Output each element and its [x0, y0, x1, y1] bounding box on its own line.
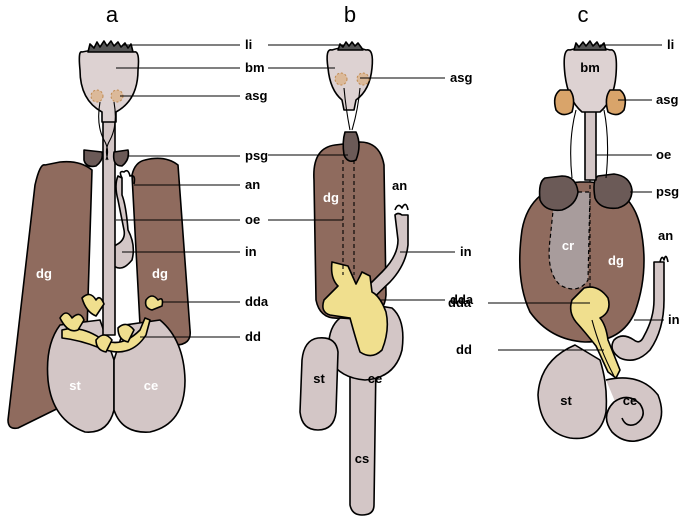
panel-a-salivary-duct: [105, 101, 116, 161]
panel-c-anterior-salivary-gland-right: [605, 89, 627, 116]
label-asg: asg: [245, 88, 267, 103]
label-psg: psg: [656, 184, 679, 199]
panel-b-caecal-sac: [349, 359, 377, 516]
label-li: li: [245, 37, 252, 52]
panel-c-esophagus: [584, 109, 597, 181]
panel-c-intestine: [611, 261, 665, 361]
panel-b-lips: [337, 41, 364, 51]
label-psg: psg: [245, 148, 268, 163]
label-ce: ce: [144, 378, 158, 393]
panel-c-caecum: [605, 377, 663, 442]
label-oe: oe: [245, 212, 260, 227]
label-bm: bm: [245, 60, 265, 75]
panel-a-buccal-mass: [78, 48, 140, 123]
label-an: an: [245, 177, 260, 192]
label-dda-c: dda: [448, 295, 472, 310]
label-dd: dd: [245, 329, 261, 344]
panel-a-anus: [119, 169, 136, 185]
label-dg: dg: [323, 190, 339, 205]
panel-b-letter: b: [344, 2, 356, 27]
label-cs: cs: [355, 451, 369, 466]
label-dg: dg: [36, 266, 52, 281]
panel-a-posterior-salivary-glands: [83, 149, 130, 168]
label-dda: dda: [245, 294, 269, 309]
label-st: st: [313, 371, 325, 386]
panel-a-salivary-duct: [98, 101, 109, 161]
panel-a-letter: a: [106, 2, 119, 27]
panel-b: b as: [268, 2, 474, 516]
label-oe: oe: [656, 147, 671, 162]
label-asg: asg: [450, 70, 472, 85]
panel-a-lips: [87, 40, 134, 53]
panel-a-stomach: [46, 319, 115, 433]
label-in: in: [245, 244, 257, 259]
label-st: st: [560, 393, 572, 408]
label-in: in: [460, 244, 472, 259]
panel-c-lips: [573, 40, 607, 51]
label-dg: dg: [152, 266, 168, 281]
panel-c-posterior-salivary-gland-right: [593, 173, 633, 210]
label-ce: ce: [368, 371, 382, 386]
panel-c-letter: c: [578, 2, 589, 27]
label-asg: asg: [656, 92, 678, 107]
panel-b-anus: [394, 203, 409, 211]
panel-c-anterior-salivary-gland-left: [553, 89, 575, 116]
panel-b-posterior-salivary-gland: [342, 131, 360, 162]
panel-b-stomach: [299, 336, 339, 431]
label-cr: cr: [562, 238, 574, 253]
panel-a: a: [7, 2, 269, 433]
panel-b-anterior-salivary-glands: [334, 72, 370, 86]
label-ce: ce: [623, 393, 637, 408]
label-li: li: [667, 37, 674, 52]
panel-a-esophagus: [102, 114, 116, 336]
label-bm: bm: [580, 60, 600, 75]
label-dd: dd: [456, 342, 472, 357]
label-st: st: [69, 378, 81, 393]
label-dda: dda: [450, 292, 474, 307]
label-an: an: [392, 178, 407, 193]
label-dg: dg: [608, 253, 624, 268]
panel-c-stomach: [537, 344, 608, 440]
panel-b-buccal-mass: [326, 46, 374, 111]
panel-b-digestive-duct-area: [322, 261, 389, 357]
panel-c-anus: [659, 255, 669, 263]
label-in: in: [668, 312, 680, 327]
panel-c-posterior-salivary-gland-left: [538, 175, 579, 212]
panel-a-digestive-duct-system: [59, 293, 164, 353]
panel-c-crop: [548, 191, 591, 290]
panel-c: c: [456, 2, 680, 442]
panel-a-anterior-salivary-glands: [90, 89, 124, 103]
label-an: an: [658, 228, 673, 243]
